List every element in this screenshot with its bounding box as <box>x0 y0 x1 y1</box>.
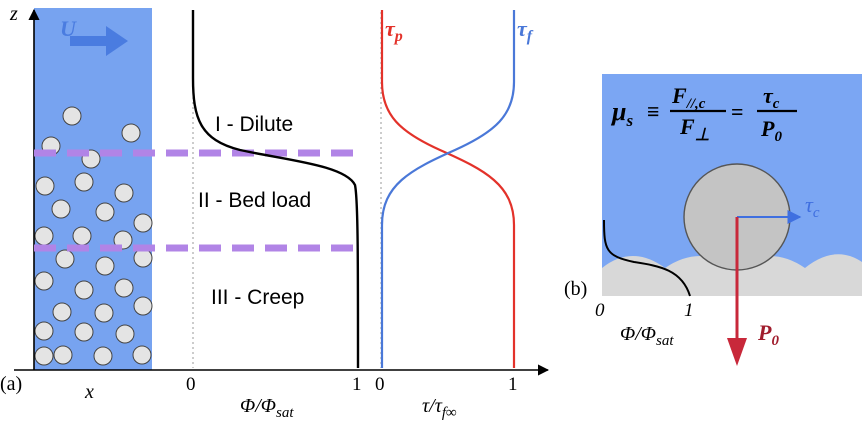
grain <box>52 302 72 322</box>
grain <box>74 172 94 192</box>
panel-a-label: (a) <box>0 373 22 395</box>
tau-p-profile <box>380 10 516 368</box>
grain <box>133 213 153 233</box>
svg-text:≡: ≡ <box>647 99 660 124</box>
grain <box>34 321 54 341</box>
grain <box>34 271 54 291</box>
flow-velocity-label: U <box>60 16 77 41</box>
panel-a: z x (a) U I - Dilute II - Bed load III -… <box>0 3 550 421</box>
grain <box>72 226 92 246</box>
p0-arrow-head-icon <box>727 338 747 366</box>
grain <box>114 278 134 298</box>
panel-b-phi-label: Φ/Φsat <box>620 323 674 349</box>
grain <box>95 202 115 222</box>
tau-axis-tick-0: 0 <box>375 374 385 395</box>
tau-f-profile <box>380 10 516 368</box>
grain <box>94 303 114 323</box>
grain <box>55 249 75 269</box>
panel-b: μs ≡ F//,c F⊥ = τc P0 τc <box>564 74 862 366</box>
grain <box>121 123 141 143</box>
phi-axis-tick-0: 0 <box>186 374 196 395</box>
grain <box>133 248 153 268</box>
svg-text:μs: μs <box>610 97 633 130</box>
grain <box>95 256 115 276</box>
panel-b-tick-0: 0 <box>595 300 605 321</box>
panel-b-label: (b) <box>564 278 587 300</box>
p0-label: P0 <box>757 320 779 349</box>
tau-c-label: τc <box>805 192 820 221</box>
svg-text:F⊥: F⊥ <box>679 114 710 144</box>
zone-label-dilute: I - Dilute <box>215 113 293 136</box>
grain <box>34 346 54 366</box>
tau-f-label: τf <box>517 16 534 45</box>
grain <box>115 324 135 344</box>
grain <box>51 199 71 219</box>
phi-axis-label: Φ/Φsat <box>240 395 294 421</box>
phi-concentration-profile <box>191 10 360 369</box>
grain <box>133 296 153 316</box>
phi-small-profile <box>603 219 691 297</box>
tau-axis-tick-1: 1 <box>508 374 518 395</box>
grain <box>34 226 54 246</box>
svg-text:F//,c: F//,c <box>671 83 706 112</box>
phi-axis-tick-1: 1 <box>352 374 362 395</box>
panel-b-tick-1: 1 <box>684 300 694 321</box>
tau-axis-label: τ/τf∞ <box>422 395 457 421</box>
svg-text:τc: τc <box>763 83 780 112</box>
grain <box>74 280 94 300</box>
tau-p-label: τp <box>385 16 403 45</box>
grain <box>35 176 55 196</box>
grain <box>93 346 113 366</box>
z-axis-label: z <box>9 3 18 25</box>
grain <box>114 183 134 203</box>
svg-text:=: = <box>731 99 744 124</box>
grain <box>132 345 152 365</box>
friction-formula: μs ≡ F//,c F⊥ = τc P0 <box>610 83 797 145</box>
flow-arrow-icon <box>70 26 128 56</box>
grain <box>62 106 82 126</box>
zone-label-bed-load: II - Bed load <box>198 189 311 212</box>
grain <box>53 345 73 365</box>
x-axis-label: x <box>84 381 94 403</box>
bed-grain-caps <box>602 254 862 296</box>
grain <box>74 322 94 342</box>
svg-text:P0: P0 <box>760 116 782 145</box>
zone-label-creep: III - Creep <box>211 286 304 309</box>
